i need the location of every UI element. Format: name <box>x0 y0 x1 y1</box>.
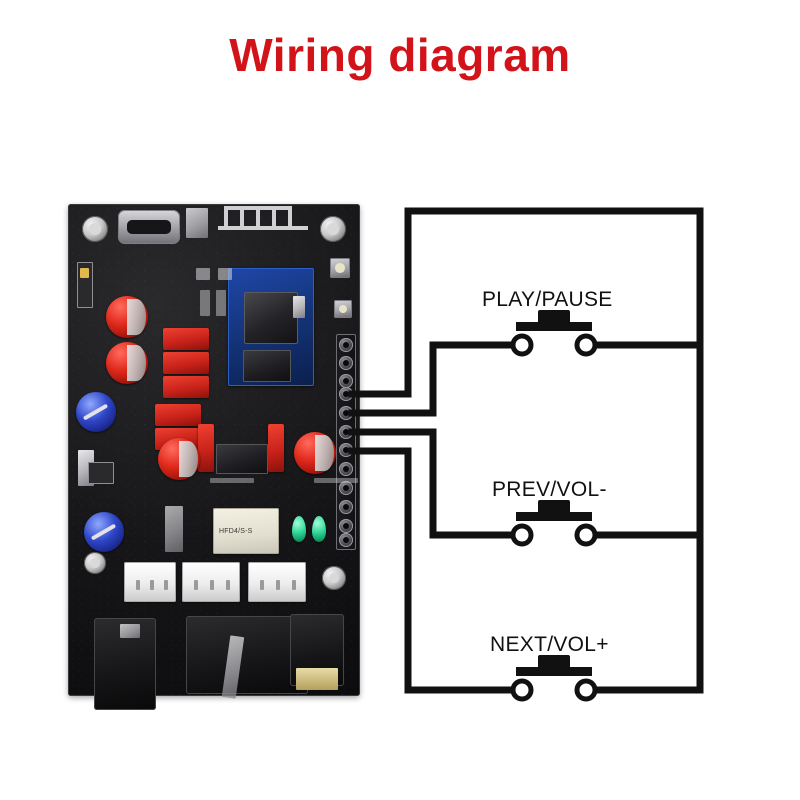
inductor-component <box>165 506 183 552</box>
dc-jack-pin <box>120 624 140 638</box>
audio-jack-shield <box>296 668 338 690</box>
pcb-antenna-icon <box>218 206 308 232</box>
play-pause-actuator-nub <box>538 310 570 324</box>
trimmer-potentiometer-1 <box>76 392 116 432</box>
film-capacitor-7 <box>268 424 284 472</box>
film-capacitor-2 <box>163 352 209 374</box>
crystal-oscillator <box>293 296 305 318</box>
header-pad-12 <box>339 533 353 547</box>
header-pad-8 <box>339 462 353 476</box>
led-green-2 <box>312 516 326 542</box>
trimmer-potentiometer-2 <box>84 512 124 552</box>
capacitor-red-1 <box>106 296 148 338</box>
play-pause-terminal-right[interactable] <box>574 333 598 357</box>
next-actuator-bar <box>516 667 592 676</box>
mounting-hole-bottom-right <box>322 566 346 590</box>
prev-actuator-nub <box>538 500 570 514</box>
switch-symbol-play-pause <box>510 310 598 357</box>
smd-resistor-4 <box>216 290 226 316</box>
jst-connector-2 <box>182 562 240 602</box>
header-pad-1 <box>339 338 353 352</box>
relay-label: HFD4/S-S <box>219 528 253 535</box>
relay-component: HFD4/S-S <box>213 508 279 554</box>
center-jack-body <box>186 616 308 694</box>
jst-connector-1 <box>124 562 176 602</box>
wire-play-left-to-pin2 <box>348 341 524 417</box>
switch-symbol-next-vol-up <box>510 655 598 702</box>
film-capacitor-4 <box>155 404 201 426</box>
prev-terminal-right[interactable] <box>574 523 598 547</box>
next-terminal-right[interactable] <box>574 678 598 702</box>
jst-connector-3 <box>248 562 306 602</box>
film-capacitor-3 <box>163 376 209 398</box>
tact-switch-2 <box>334 300 352 318</box>
led-indicator <box>80 268 89 278</box>
capacitor-red-2 <box>106 342 148 384</box>
voltage-regulator <box>88 462 114 484</box>
usb-c-port <box>118 210 180 244</box>
header-pad-10 <box>339 500 353 514</box>
next-terminal-left[interactable] <box>510 678 534 702</box>
page-title: Wiring diagram <box>229 29 571 81</box>
wire-pin1-to-top-rail <box>348 207 704 398</box>
wire-prev-left-to-pin3 <box>348 428 524 539</box>
header-pad-9 <box>339 481 353 495</box>
header-pad-3 <box>339 374 353 388</box>
pin-header <box>336 334 356 550</box>
switch-symbol-prev-vol-down <box>510 500 598 547</box>
mounting-hole-bottom-left <box>84 552 106 574</box>
switch-label-prev-vol-down: PREV/VOL- <box>492 478 607 501</box>
prev-actuator-bar <box>516 512 592 521</box>
usb-pad-cluster <box>186 208 208 238</box>
smd-resistor-2 <box>218 268 232 280</box>
mounting-hole-top-left <box>82 216 108 242</box>
silkscreen-line-2 <box>210 478 254 483</box>
capacitor-red-3 <box>158 438 200 480</box>
next-actuator-nub <box>538 655 570 669</box>
capacitor-red-4 <box>294 432 336 474</box>
prev-terminal-left[interactable] <box>510 523 534 547</box>
switch-label-play-pause: PLAY/PAUSE <box>482 288 613 311</box>
led-green-1 <box>292 516 306 542</box>
header-pad-11 <box>339 519 353 533</box>
bluetooth-flash-chip <box>243 350 291 382</box>
switch-label-next-vol-up: NEXT/VOL+ <box>490 633 609 656</box>
play-pause-actuator-bar <box>516 322 592 331</box>
film-capacitor-1 <box>163 328 209 350</box>
bluetooth-soc-chip <box>244 292 298 344</box>
silkscreen-line-1 <box>314 478 358 483</box>
smd-resistor-1 <box>196 268 210 280</box>
amplifier-ic <box>216 444 268 474</box>
header-pad-2 <box>339 356 353 370</box>
tact-switch-1 <box>330 258 350 278</box>
smd-resistor-3 <box>200 290 210 316</box>
film-capacitor-6 <box>198 424 214 472</box>
mounting-hole-top-right <box>320 216 346 242</box>
play-pause-terminal-left[interactable] <box>510 333 534 357</box>
wire-next-left-to-pin4 <box>348 447 524 694</box>
